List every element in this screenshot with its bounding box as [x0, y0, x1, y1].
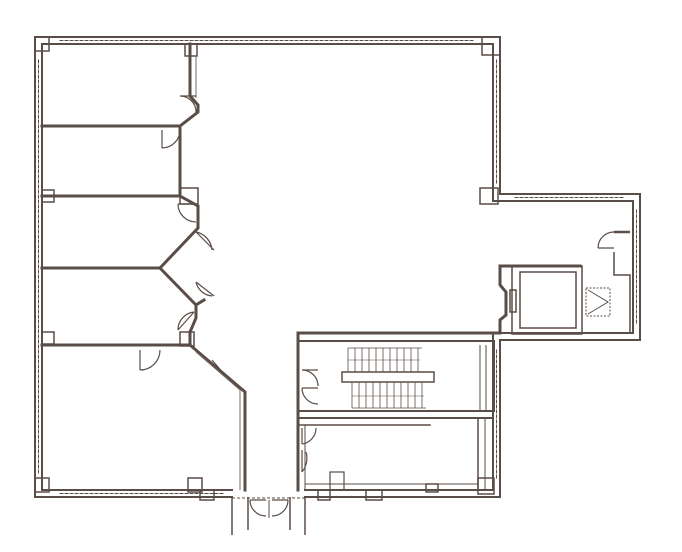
office-5-inner — [195, 351, 241, 490]
door-office-4 — [195, 281, 215, 297]
stair-flight-lower — [351, 382, 426, 409]
elevator-box — [585, 287, 611, 317]
column — [34, 36, 50, 52]
door-office-1 — [179, 95, 197, 113]
office-2-wall — [40, 124, 182, 198]
bump-partition — [613, 252, 631, 333]
column — [317, 489, 331, 501]
elevator-car — [519, 271, 577, 329]
core-outline — [296, 331, 502, 492]
office-3-wall — [40, 193, 200, 270]
office-5-wall — [187, 342, 247, 492]
partition-inner-lines — [195, 56, 241, 490]
door-stair-upper — [301, 369, 319, 387]
door-office-3 — [177, 203, 197, 223]
office-partitions — [40, 42, 247, 492]
column — [41, 331, 55, 345]
stairs — [341, 345, 487, 410]
column — [479, 187, 499, 205]
door-office-3b — [195, 231, 215, 251]
entrance-door-right — [271, 499, 289, 517]
column — [365, 489, 383, 501]
column — [199, 489, 215, 501]
doors-core — [301, 369, 319, 473]
door-stair-lower — [301, 387, 319, 405]
column — [187, 477, 203, 493]
stair-landing — [341, 371, 435, 383]
stairwell-wall — [297, 340, 495, 412]
door-service — [301, 427, 317, 445]
elevator-box-cross — [587, 289, 609, 315]
entrance-door-left — [249, 499, 267, 517]
elevator — [509, 265, 611, 335]
bump-room — [597, 230, 631, 333]
office-4-wall — [40, 303, 198, 347]
door-office-5b — [211, 359, 225, 375]
column — [34, 477, 50, 493]
column — [481, 36, 501, 56]
exterior-wall-outer — [34, 36, 641, 498]
column — [477, 477, 495, 495]
elevator-shaft — [511, 265, 583, 335]
door-office-2 — [161, 129, 181, 149]
door-office-5 — [139, 349, 161, 371]
stair-flight-upper — [347, 347, 422, 372]
office-1-wall — [40, 42, 200, 128]
main-entrance — [231, 497, 306, 535]
core-walls — [296, 264, 582, 492]
service-fixture — [329, 471, 345, 491]
door-office-4b — [177, 311, 195, 331]
door-service-b — [301, 450, 308, 473]
elevator-door — [509, 289, 517, 313]
service-area — [304, 418, 486, 491]
door-bump — [597, 231, 615, 249]
doors-left — [139, 95, 225, 375]
